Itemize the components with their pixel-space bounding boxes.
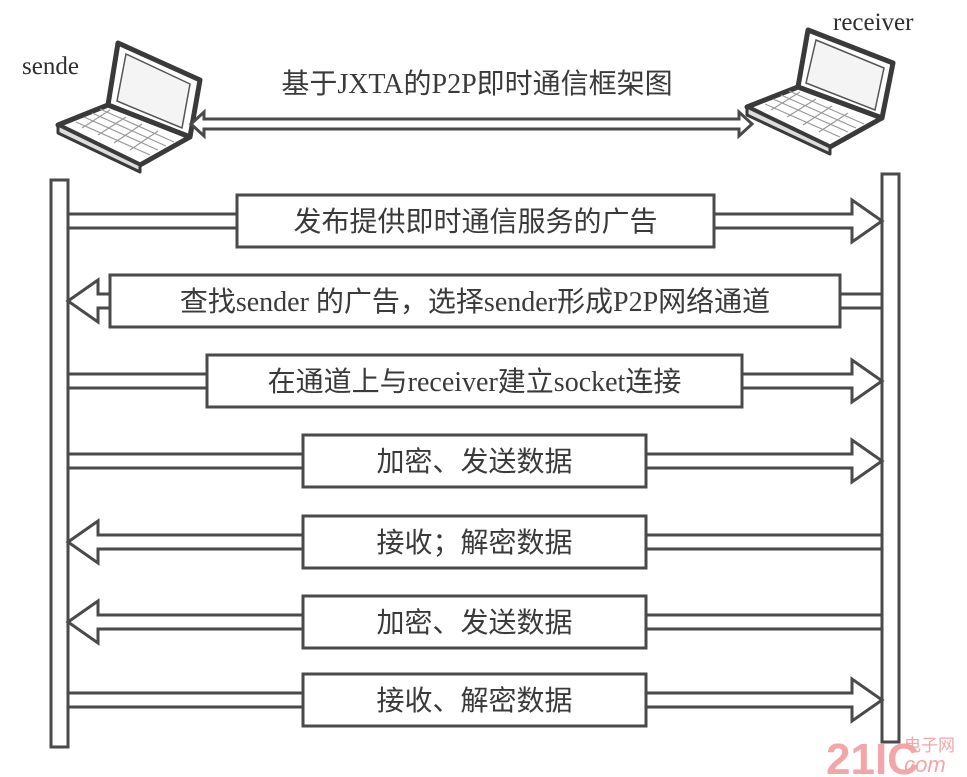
receiver-label: receiver [833,9,914,36]
message-label: 发布提供即时通信服务的广告 [293,206,657,238]
message-box [301,433,648,489]
message-box [205,353,744,409]
message-box [301,594,648,650]
bidirectional-link-arrow [188,108,755,140]
message-row: 在通道上与receiver建立socket连接 [68,353,885,409]
message-row: 接收、解密数据 [68,672,885,728]
diagram-title: 基于JXTA的P2P即时通信框架图 [281,68,672,100]
message-label: 接收；解密数据 [376,527,572,559]
message-label: 查找sender 的广告，选择sender形成P2P网络通道 [180,286,770,318]
watermark-brand: 21IC [826,735,919,777]
sender-label: sende [22,53,79,80]
watermark-domain: .com [898,752,946,777]
message-row: 发布提供即时通信服务的广告 [68,193,885,249]
message-box [301,514,648,570]
message-label: 加密、发送数据 [376,446,572,478]
message-box [235,193,716,249]
receiver-lifeline [880,172,901,744]
message-row: 加密、发送数据 [65,594,882,650]
receiver-laptop-icon [744,27,896,156]
message-label: 接收、解密数据 [376,685,572,717]
message-row: 查找sender 的广告，选择sender形成P2P网络通道 [65,273,882,329]
watermark-cn: 电子网 [904,736,955,756]
message-box [108,273,842,329]
sender-lifeline [49,178,70,749]
message-label: 在通道上与receiver建立socket连接 [268,366,682,398]
message-label: 加密、发送数据 [376,607,572,639]
message-row: 接收；解密数据 [65,514,882,570]
sender-laptop-icon [55,40,203,174]
message-row: 加密、发送数据 [68,433,885,489]
watermark-21ic-logo: 21IC 电子网 .com [826,735,955,777]
message-box [301,672,648,728]
